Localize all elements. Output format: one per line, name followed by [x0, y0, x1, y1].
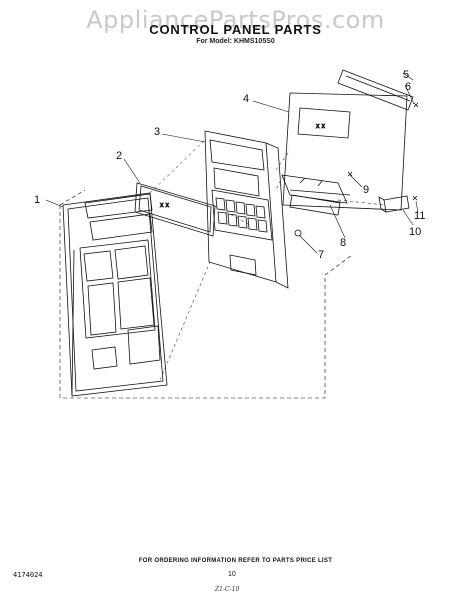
svg-text:x x: x x: [316, 123, 325, 130]
callout-7: 7: [318, 249, 324, 261]
part-1-panel-frame: [62, 192, 168, 397]
callout-8: 8: [340, 237, 346, 249]
guide-lines: [149, 139, 386, 381]
part-2-window-overlay: x x: [134, 182, 216, 237]
part-3-control-board: [204, 130, 289, 289]
callout-9: 9: [363, 184, 369, 196]
document-number: 4174024: [13, 571, 43, 579]
callout-3: 3: [154, 126, 160, 138]
callout-1: 1: [34, 194, 40, 206]
model-line: For Model: KHMS105S0: [196, 38, 275, 45]
part-4-rear-panel: x x: [282, 92, 408, 211]
ordering-note: FOR ORDERING INFORMATION REFER TO PARTS …: [138, 558, 333, 564]
part-8-bracket: [281, 174, 348, 216]
callout-10: 10: [409, 226, 421, 238]
part-5-hinge-strip: [337, 69, 414, 111]
callout-5: 5: [403, 69, 409, 81]
callout-11: 11: [414, 210, 425, 222]
page-number: 10: [228, 571, 236, 578]
handwritten-note: Z1-C-10: [215, 586, 240, 593]
leader-lines: [45, 72, 419, 254]
callout-labels: 1 2 3 4 5 6 7 8 9 10 11: [34, 69, 425, 261]
screws: [294, 102, 419, 237]
diagram-title: CONTROL PANEL PARTS: [149, 22, 322, 37]
assembly-envelope: [59, 189, 353, 399]
part-10-connector: [378, 195, 410, 213]
watermark: AppliancePartsPros.com: [86, 6, 385, 34]
callout-2: 2: [116, 150, 122, 162]
svg-text:x x: x x: [160, 202, 169, 209]
callout-4: 4: [243, 93, 249, 105]
callout-6: 6: [405, 81, 411, 93]
